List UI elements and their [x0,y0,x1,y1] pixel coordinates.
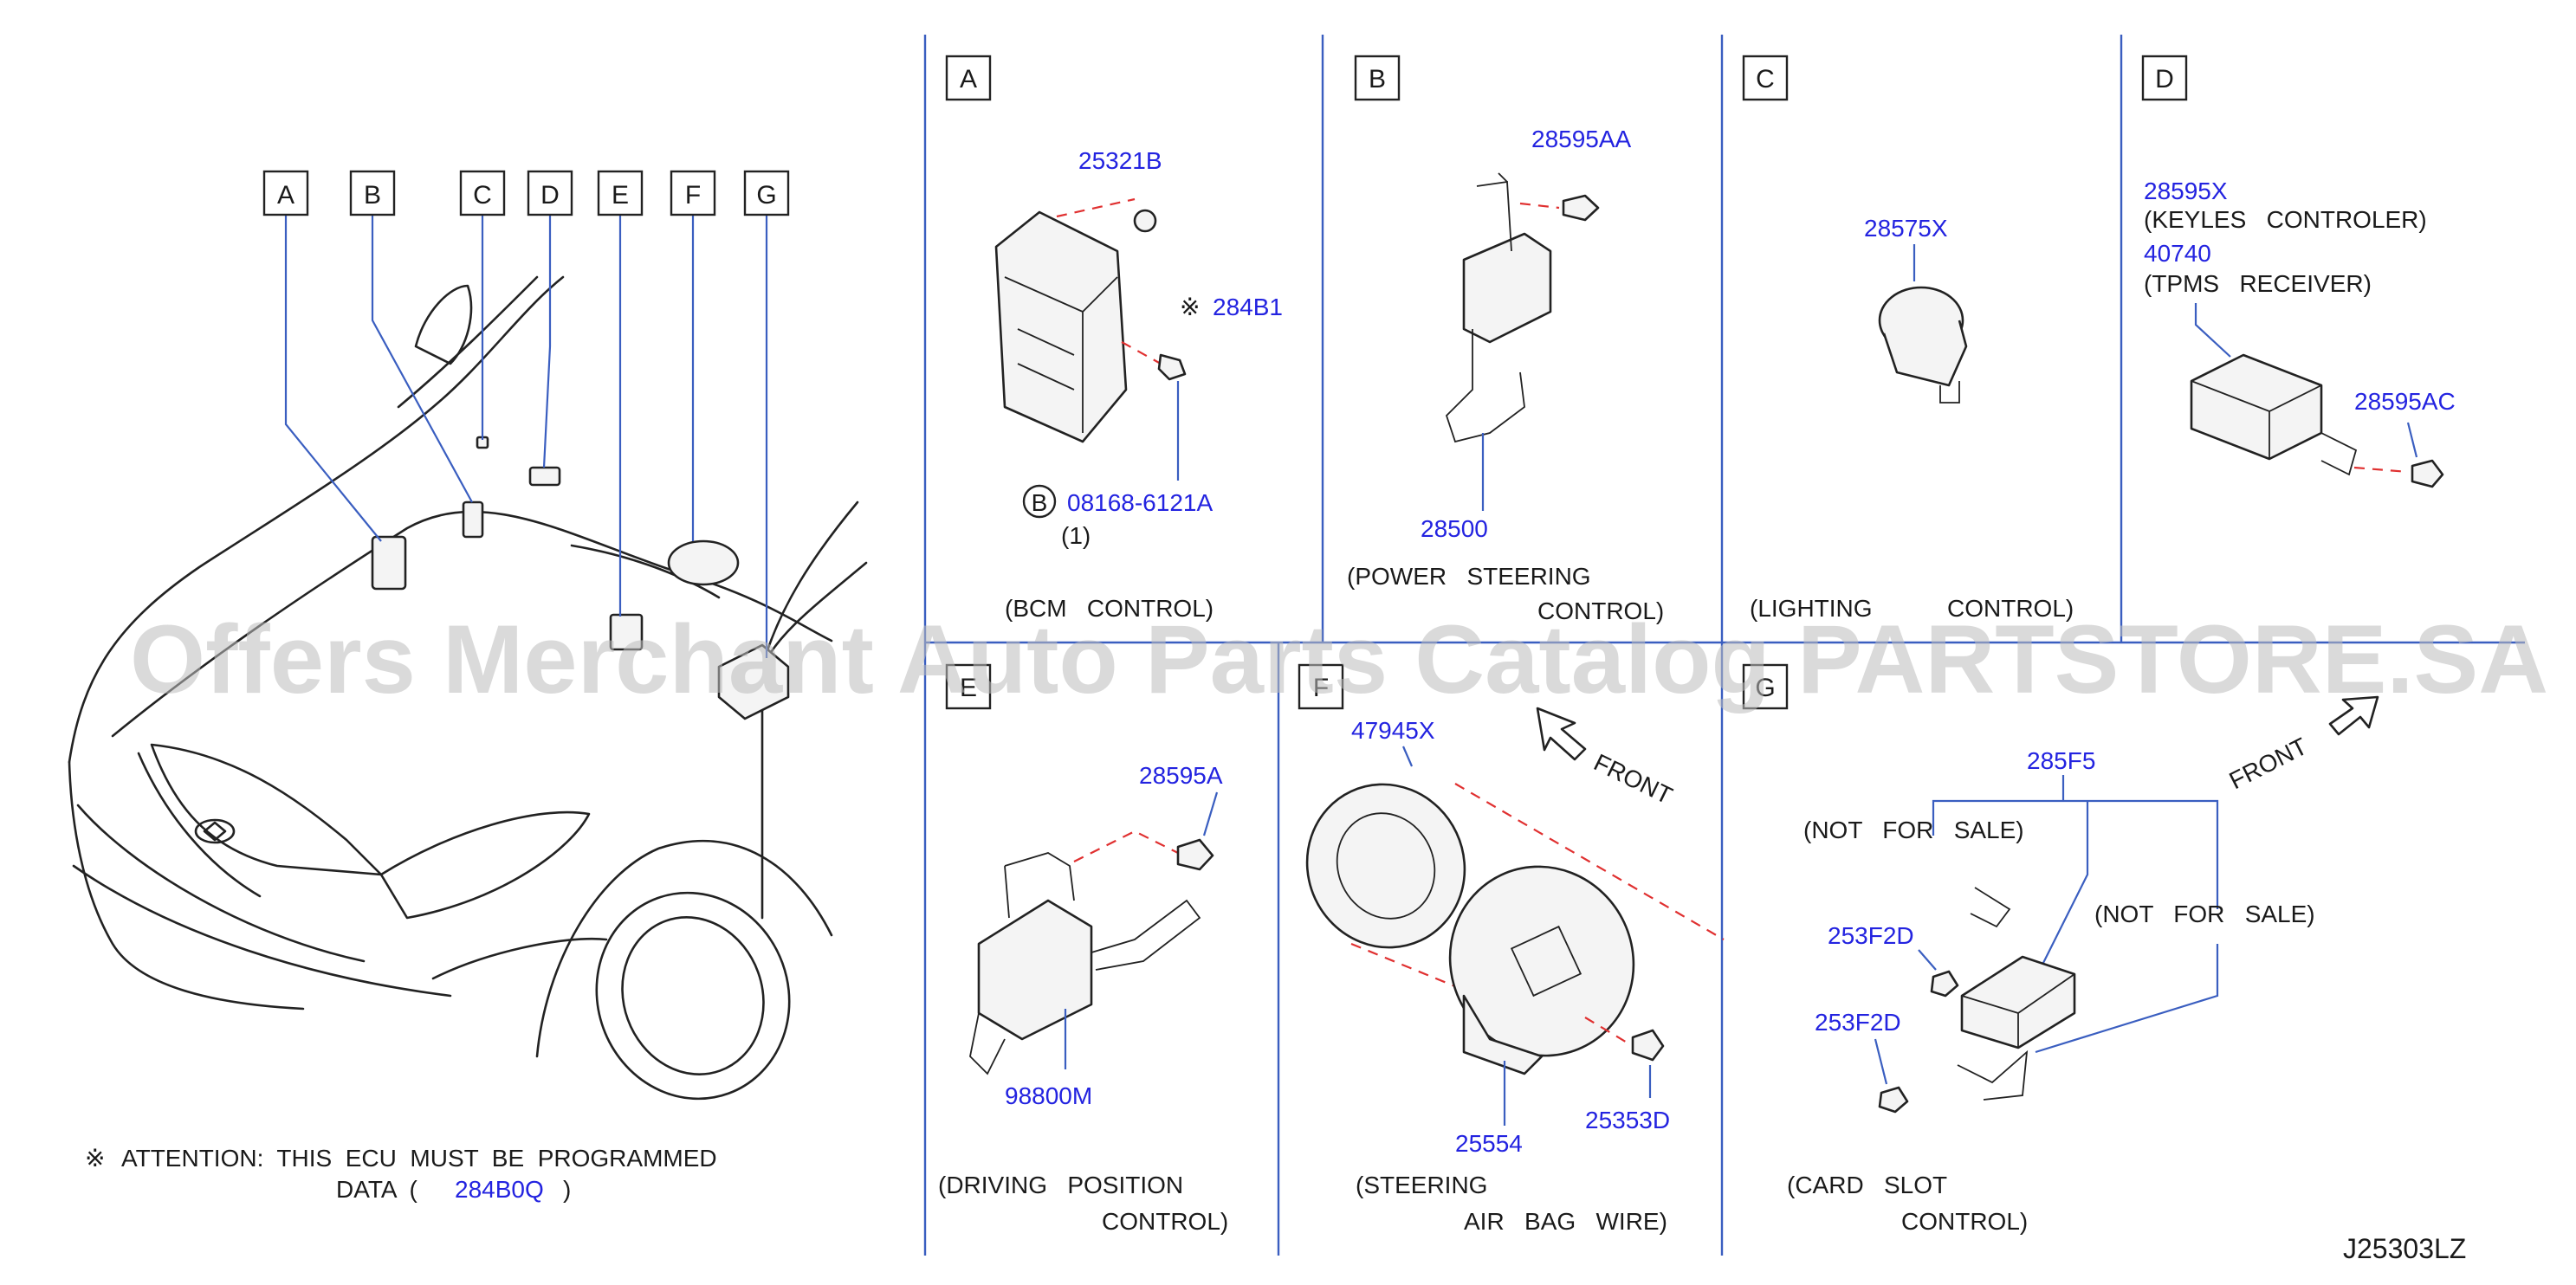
callout-b[interactable]: B [349,170,396,216]
svg-text:※: ※ [1180,294,1200,320]
svg-text:(STEERING: (STEERING [1356,1172,1487,1198]
svg-text:C: C [473,181,492,210]
watermark-text: Offers Merchant Auto Parts Catalog PARTS… [130,605,2548,714]
part-28595X[interactable]: 28595X [2144,178,2228,204]
diagram-code: J25303LZ [2343,1233,2466,1264]
svg-text:(NOT FOR SALE): (NOT FOR SALE) [2094,901,2315,927]
svg-text:(POWER STEERING: (POWER STEERING [1347,563,1591,590]
part-98800M[interactable]: 98800M [1005,1082,1092,1109]
part-253F2D-lower[interactable]: 253F2D [1815,1009,1901,1036]
front-arrow-icon [2328,695,2379,736]
callout-c[interactable]: C [459,170,506,216]
svg-text:A: A [277,181,294,210]
svg-text:B: B [1032,489,1048,516]
part-28595AA[interactable]: 28595AA [1531,126,1632,152]
svg-text:FRONT: FRONT [1589,749,1676,810]
svg-text:(NOT FOR SALE): (NOT FOR SALE) [1803,817,2024,843]
panel-b: B 28595AA 28500 (POWER STEERING CONTROL) [1347,55,1664,624]
svg-text:): ) [563,1176,571,1203]
part-40740[interactable]: 40740 [2144,240,2211,267]
part-08168-6121A[interactable]: 08168-6121A [1067,489,1213,516]
svg-text:G: G [1755,674,1775,702]
part-284B1[interactable]: 284B1 [1213,294,1283,320]
svg-text:(CARD SLOT: (CARD SLOT [1787,1172,1947,1198]
svg-text:B: B [364,181,381,210]
svg-text:(BCM CONTROL): (BCM CONTROL) [1005,595,1214,622]
part-25554[interactable]: 25554 [1455,1130,1523,1157]
overview-leaders [284,215,768,658]
svg-text:※: ※ [85,1145,105,1172]
svg-text:(DRIVING POSITION: (DRIVING POSITION [938,1172,1183,1198]
svg-text:(1): (1) [1061,522,1091,549]
svg-text:F: F [1313,674,1329,702]
callout-g[interactable]: G [743,170,790,216]
panel-a: A B 25321B ※ 284B1 08168-6121A (1) (BCM … [945,55,1283,622]
svg-text:DATA (: DATA ( [336,1176,418,1203]
callout-d[interactable]: D [527,170,573,216]
callout-f[interactable]: F [670,170,716,216]
panel-c: C 28575X (LIGHTING CONTROL) [1742,55,2074,622]
svg-text:E: E [960,674,977,702]
svg-text:C: C [1756,65,1775,94]
part-28595A[interactable]: 28595A [1139,762,1223,789]
panel-d: D 28595X (KEYLES CONTROLER) 40740 (TPMS … [2141,55,2456,488]
callout-a[interactable]: A [262,170,309,216]
svg-text:AIR BAG WIRE): AIR BAG WIRE) [1464,1208,1667,1235]
part-25353D[interactable]: 25353D [1585,1107,1670,1133]
svg-text:(TPMS RECEIVER): (TPMS RECEIVER) [2144,270,2372,297]
part-28595AC[interactable]: 28595AC [2354,388,2456,415]
svg-text:FRONT: FRONT [2225,733,2312,794]
svg-text:D: D [2155,65,2174,94]
attention-note: ※ ATTENTION: THIS ECU MUST BE PROGRAMMED… [85,1145,717,1203]
svg-text:CONTROL): CONTROL) [1947,595,2074,622]
panel-e: E 28595A 98800M (DRIVING POSITION CONTRO… [938,663,1228,1235]
svg-text:F: F [685,181,701,210]
part-284B0Q[interactable]: 284B0Q [455,1176,544,1203]
part-285F5[interactable]: 285F5 [2027,747,2095,774]
part-47945X[interactable]: 47945X [1351,717,1435,744]
part-253F2D-upper[interactable]: 253F2D [1828,922,1914,949]
part-28575X[interactable]: 28575X [1864,215,1948,242]
svg-text:ATTENTION: THIS ECU MUST B: ATTENTION: THIS ECU MUST BE PROGRAMMED [121,1145,717,1172]
panel-g: G 285F5 (NOT FOR SALE) (NOT FOR SALE) 25… [1742,663,2379,1235]
front-arrow-icon [1536,707,1587,761]
svg-text:A: A [960,65,977,94]
svg-text:D: D [540,181,560,210]
svg-text:B: B [1369,65,1386,94]
panel-grid [923,35,2525,1256]
part-25321B[interactable]: 25321B [1078,147,1162,174]
svg-text:CONTROL): CONTROL) [1102,1208,1228,1235]
svg-text:G: G [756,181,776,210]
part-28500[interactable]: 28500 [1421,515,1488,542]
svg-text:CONTROL): CONTROL) [1537,597,1664,624]
panel-f: F 47945X 25554 25353D FRONT (STEERING AI… [1298,663,1725,1235]
callout-e[interactable]: E [597,170,644,216]
svg-text:E: E [612,181,629,210]
svg-text:CONTROL): CONTROL) [1901,1208,2028,1235]
svg-text:(LIGHTING: (LIGHTING [1750,595,1873,622]
overview-car-drawing [68,275,868,1101]
svg-text:(KEYLES CONTROLER): (KEYLES CONTROLER) [2144,206,2427,233]
